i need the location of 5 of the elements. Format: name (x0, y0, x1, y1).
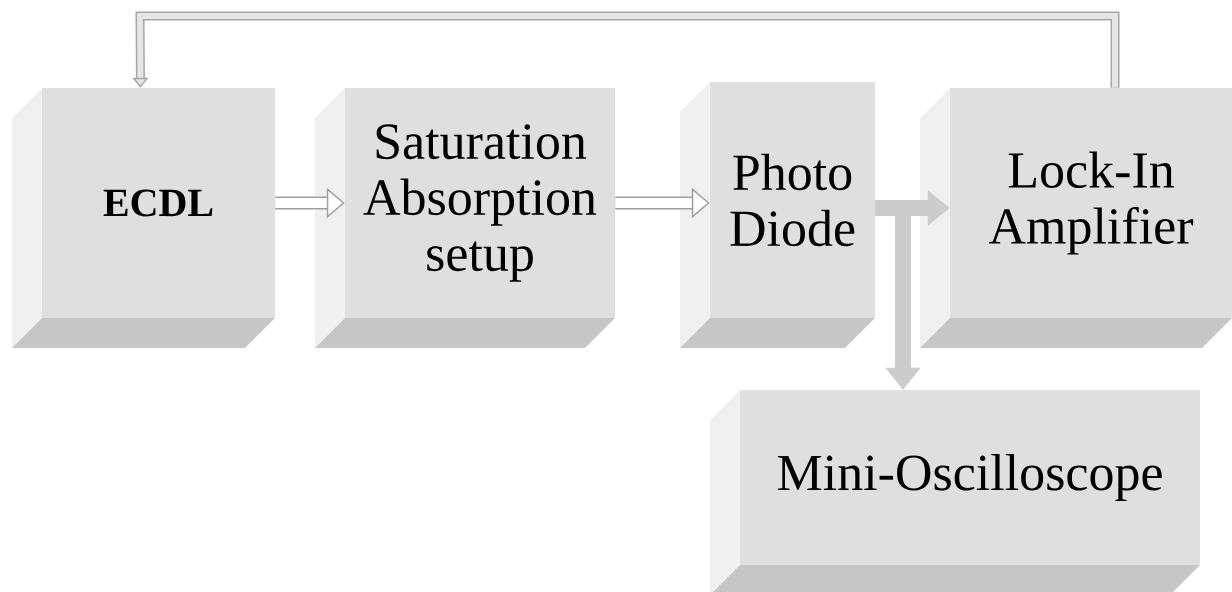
process-box: Mini-Oscilloscope (710, 390, 1200, 592)
process-box: Saturation Absorption setup (315, 88, 615, 348)
process-box: ECDL (12, 88, 275, 348)
process-box: Photo Diode (680, 82, 875, 348)
process-box: Lock-In Amplifier (920, 88, 1232, 348)
